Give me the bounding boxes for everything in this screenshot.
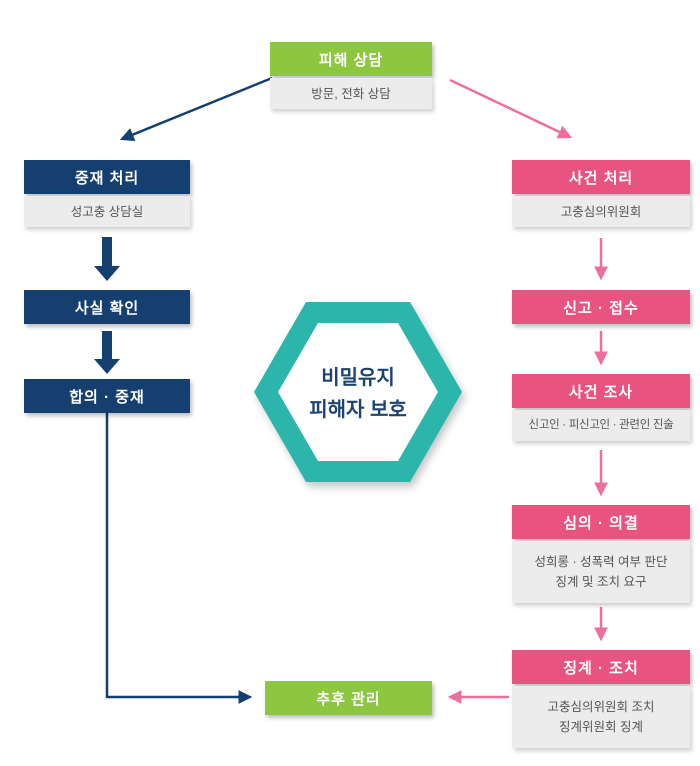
discipline-sub-line-2: 징계위원회 징계 — [559, 720, 643, 734]
node-discipline-action-sub: 고충심의위원회 조치 징계위원회 징계 — [512, 686, 690, 748]
hexagon-label-line-2: 피해자 보호 — [309, 399, 407, 421]
discipline-sub-line-1: 고충심의위원회 조치 — [547, 700, 655, 714]
node-mediation-process: 중재 처리 성고충 상담실 — [24, 160, 190, 227]
node-deliberation-decision-title: 심의 · 의결 — [512, 505, 690, 539]
arrow-consult-to-mediation — [119, 76, 273, 142]
node-follow-up-title: 추후 관리 — [265, 681, 432, 715]
deliberation-sub-line-2: 징계 및 조치 요구 — [555, 575, 647, 589]
node-case-process-title: 사건 처리 — [512, 160, 690, 194]
arrow-consult-to-case — [449, 78, 573, 139]
node-victim-consult: 피해 상담 방문, 전화 상담 — [270, 42, 432, 109]
deliberation-sub-line-1: 성희롱 · 성폭력 여부 판단 — [534, 555, 668, 569]
node-discipline-action: 징계 · 조치 고충심의위원회 조치 징계위원회 징계 — [512, 650, 690, 748]
node-report-receipt: 신고 · 접수 — [512, 290, 690, 324]
node-mediation-process-sub: 성고충 상담실 — [24, 196, 190, 227]
hexagon-label: 비밀유지 피해자 보호 — [268, 356, 448, 432]
node-agreement-mediation-title: 합의 · 중재 — [24, 379, 190, 413]
node-follow-up: 추후 관리 — [265, 681, 432, 715]
arrow-fact-to-agreement — [94, 331, 120, 374]
node-case-investigation-title: 사건 조사 — [512, 374, 690, 408]
node-fact-check-title: 사실 확인 — [24, 290, 190, 324]
node-agreement-mediation: 합의 · 중재 — [24, 379, 190, 413]
node-case-process-sub: 고충심의위원회 — [512, 196, 690, 227]
connector-agreement-to-followup — [105, 413, 253, 704]
node-mediation-process-title: 중재 처리 — [24, 160, 190, 194]
node-case-investigation: 사건 조사 신고인 · 피신고인 · 관련인 진술 — [512, 374, 690, 441]
node-deliberation-decision-sub: 성희롱 · 성폭력 여부 판단 징계 및 조치 요구 — [512, 541, 690, 603]
node-discipline-action-title: 징계 · 조치 — [512, 650, 690, 684]
node-case-investigation-sub: 신고인 · 피신고인 · 관련인 진술 — [512, 410, 690, 441]
arrow-mediation-to-fact — [94, 237, 120, 281]
node-victim-consult-sub: 방문, 전화 상담 — [270, 78, 432, 109]
node-case-process: 사건 처리 고충심의위원회 — [512, 160, 690, 227]
node-victim-consult-title: 피해 상담 — [270, 42, 432, 76]
node-deliberation-decision: 심의 · 의결 성희롱 · 성폭력 여부 판단 징계 및 조치 요구 — [512, 505, 690, 603]
node-report-receipt-title: 신고 · 접수 — [512, 290, 690, 324]
hexagon-label-line-1: 비밀유지 — [321, 367, 395, 389]
node-fact-check: 사실 확인 — [24, 290, 190, 324]
